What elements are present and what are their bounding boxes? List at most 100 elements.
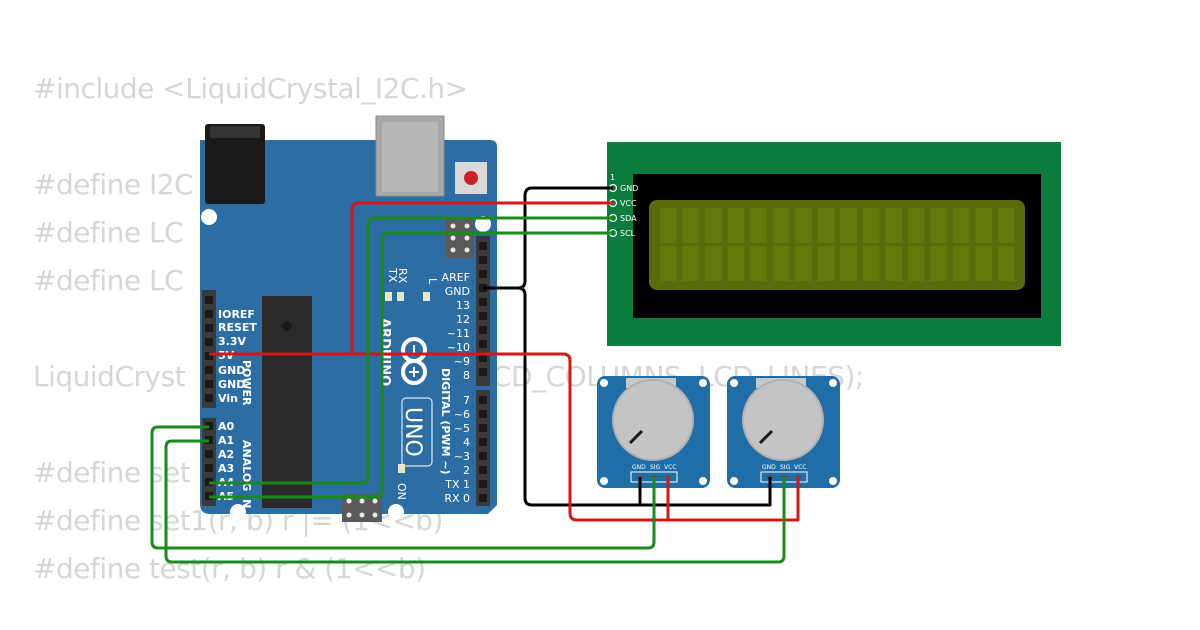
pin-label-d1: TX 1 (444, 478, 470, 491)
lcd-char-cell (660, 208, 677, 243)
pin-label-d11: ~11 (447, 327, 470, 340)
lcd-char-cell (840, 246, 857, 281)
lcd-char-cell (682, 208, 700, 243)
wire-lcd-scl[interactable] (209, 231, 613, 499)
pin-label-d3: ~3 (454, 450, 470, 463)
analog-section-label: ANALOG IN (240, 440, 253, 508)
pot-1-pin-label-gnd: GND (632, 464, 646, 471)
pin-label-d2: 2 (463, 464, 470, 477)
lcd-pin-label-scl: SCL (620, 229, 636, 238)
power-jack (205, 124, 265, 204)
lcd-char-cell (975, 246, 993, 281)
wire-lcd-sda[interactable] (209, 216, 613, 485)
digital-section-label: DIGITAL (PWM ~) (439, 368, 452, 475)
lcd-char-cell (907, 208, 925, 243)
lcd-char-cell (998, 208, 1015, 243)
lcd-char-cell (840, 208, 857, 243)
lcd-char-cell (705, 246, 722, 281)
lcd-char-cell (727, 246, 745, 281)
pin-label-reset: RESET (218, 321, 257, 334)
lcd-char-cell (885, 246, 902, 281)
lcd-char-cell (817, 246, 835, 281)
wire-pot1-vcc[interactable] (352, 352, 670, 522)
lcd-char-cell (930, 208, 948, 243)
pin-label-vin: Vin (218, 392, 238, 405)
code-line-include: #include <LiquidCrystal_I2C.h> (33, 72, 468, 105)
potentiometer-1[interactable]: GND SIG VCC (597, 376, 710, 488)
digital-header-lower (476, 390, 490, 506)
led-tx (385, 292, 392, 301)
lcd-pin1-marker: 1 (610, 173, 615, 182)
pin-label-d13: 13 (456, 299, 470, 312)
lcd-char-cell (975, 208, 993, 243)
pin-label-gnd-2: GND (218, 378, 245, 391)
lcd-char-cell (705, 208, 722, 243)
lcd-char-cell (862, 246, 880, 281)
pot-2-knob[interactable] (742, 379, 824, 461)
led-on (398, 464, 405, 473)
pin-label-ioref: IOREF (218, 308, 255, 321)
lcd-char-cell (817, 208, 835, 243)
lcd-char-cell (772, 246, 790, 281)
pot-2-pin-label-vcc: VCC (794, 464, 806, 471)
led-l (423, 292, 430, 301)
mounting-hole (388, 504, 404, 520)
lcd-pin-label-vcc: VCC (620, 199, 637, 208)
wire-pot1-signal[interactable] (150, 425, 656, 550)
lcd-char-cell (953, 208, 970, 243)
pin-label-d5: ~5 (454, 422, 470, 435)
arduino-brand-label: ARDUINO (377, 318, 392, 386)
led-label-tx: TX (386, 267, 399, 283)
mounting-hole (201, 209, 217, 225)
lcd-char-cell (953, 246, 970, 281)
pin-label-d8: 8 (463, 369, 470, 382)
wire-pot2-vcc[interactable] (668, 477, 800, 522)
code-line-define-set: #define set (33, 456, 191, 489)
wire-pot2-gnd[interactable] (640, 477, 772, 507)
lcd-char-cell (862, 208, 880, 243)
wire-pot2-signal[interactable] (164, 439, 786, 564)
lcd-pin-label-sda: SDA (620, 214, 637, 223)
potentiometer-2[interactable]: GND SIG VCC (727, 376, 840, 488)
wire-pot1-gnd[interactable] (517, 286, 642, 507)
pin-label-d7: 7 (463, 394, 470, 407)
arduino-uno-board[interactable]: IOREF RESET 3.3V 5V GND GND Vin A0 A1 A2… (200, 115, 497, 522)
pot-1-pin-label-vcc: VCC (664, 464, 676, 471)
pin-label-d4: 4 (463, 436, 470, 449)
pin-label-d9: ~9 (454, 355, 470, 368)
mounting-hole (230, 504, 246, 520)
lcd-char-cell (750, 246, 767, 281)
lcd-char-cell (998, 246, 1015, 281)
pin-label-a1: A1 (218, 434, 234, 447)
code-line-define-lcd-2: #define LC (33, 264, 184, 297)
lcd-char-cell (727, 208, 745, 243)
pin-label-d10: ~10 (447, 341, 470, 354)
lcd-char-cell (885, 208, 902, 243)
lcd-char-cell (772, 208, 790, 243)
pin-label-gnd-1: GND (218, 364, 245, 377)
code-line-liquidcrystal: LiquidCryst (33, 360, 186, 393)
led-label-on: ON (395, 483, 408, 500)
pot-2-pin-label-gnd: GND (762, 464, 776, 471)
icsp-header-bottom (342, 494, 382, 522)
pot-1-knob[interactable] (612, 379, 694, 461)
pot-1-pin-label-sig: SIG (650, 464, 661, 471)
led-rx (397, 292, 404, 301)
lcd-char-cell (907, 246, 925, 281)
led-label-l: L (426, 278, 439, 285)
lcd-i2c-module[interactable]: 1 GND VCC SDA SCL (607, 142, 1061, 346)
lcd-char-cell (682, 246, 700, 281)
wire-lcd-vcc[interactable] (209, 201, 613, 356)
code-line-define-lcd-1: #define LC (33, 216, 184, 249)
lcd-char-cell (660, 246, 677, 281)
pot-2-pin-label-sig: SIG (780, 464, 791, 471)
pin-label-a2: A2 (218, 448, 234, 461)
pot-2-indicator (758, 429, 774, 445)
power-header (202, 290, 216, 408)
pin-label-gnd-digital: GND (445, 285, 470, 298)
pin-label-d0: RX 0 (444, 492, 470, 505)
code-line-define-test: #define test(r, b) r & (1<<b) (33, 552, 426, 585)
pot-1-indicator (628, 429, 644, 445)
